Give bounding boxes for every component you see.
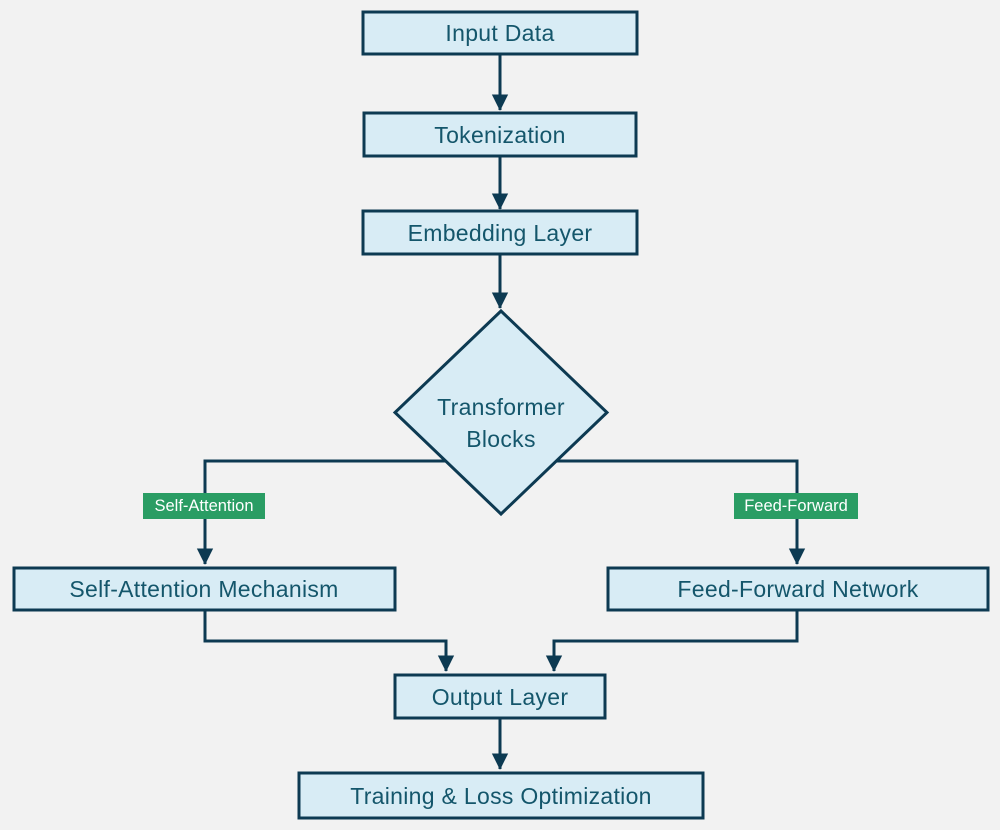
node-self-attention-mechanism: Self-Attention Mechanism [12,566,397,612]
node-tokenization: Tokenization [362,111,638,158]
node-self-attention-mechanism-box [12,566,397,612]
node-input-data-label: Input Data [445,20,554,46]
edge-label-feed-forward-bg [734,493,858,519]
node-output-layer-label: Output Layer [432,684,569,710]
node-transformer-blocks-label-line1: Transformer [437,394,565,420]
node-tokenization-box [362,111,638,158]
node-feed-forward-network: Feed-Forward Network [606,566,990,612]
node-input-data: Input Data [361,10,639,56]
edge-feed-forward-to-output [545,610,799,672]
node-transformer-blocks: Transformer Blocks [392,308,610,517]
node-transformer-blocks-diamond [392,308,610,517]
node-embedding-layer-box [361,209,639,256]
node-self-attention-mechanism-label: Self-Attention Mechanism [69,576,338,602]
edge-label-self-attention-bg [143,493,265,519]
edge-label-feed-forward-text: Feed-Forward [744,497,848,515]
edge-label-self-attention-text: Self-Attention [154,497,253,515]
node-feed-forward-network-label: Feed-Forward Network [677,576,918,602]
node-feed-forward-network-box [606,566,990,612]
edge-transformer-to-self-attention [196,459,448,565]
node-input-data-box [361,10,639,56]
edge-transformer-to-feed-forward [554,459,806,565]
node-training-loss-optimization-box [297,771,705,820]
node-training-loss-optimization: Training & Loss Optimization [297,771,705,820]
node-training-loss-optimization-label: Training & Loss Optimization [350,783,652,809]
edge-label-self-attention: Self-Attention [143,493,265,519]
node-transformer-blocks-label-line2: Blocks [466,426,536,452]
node-tokenization-label: Tokenization [434,122,565,148]
node-output-layer: Output Layer [393,673,607,720]
node-output-layer-box [393,673,607,720]
node-embedding-layer: Embedding Layer [361,209,639,256]
node-embedding-layer-label: Embedding Layer [408,220,593,246]
edge-label-feed-forward: Feed-Forward [734,493,858,519]
edge-self-attention-to-output [203,610,455,672]
